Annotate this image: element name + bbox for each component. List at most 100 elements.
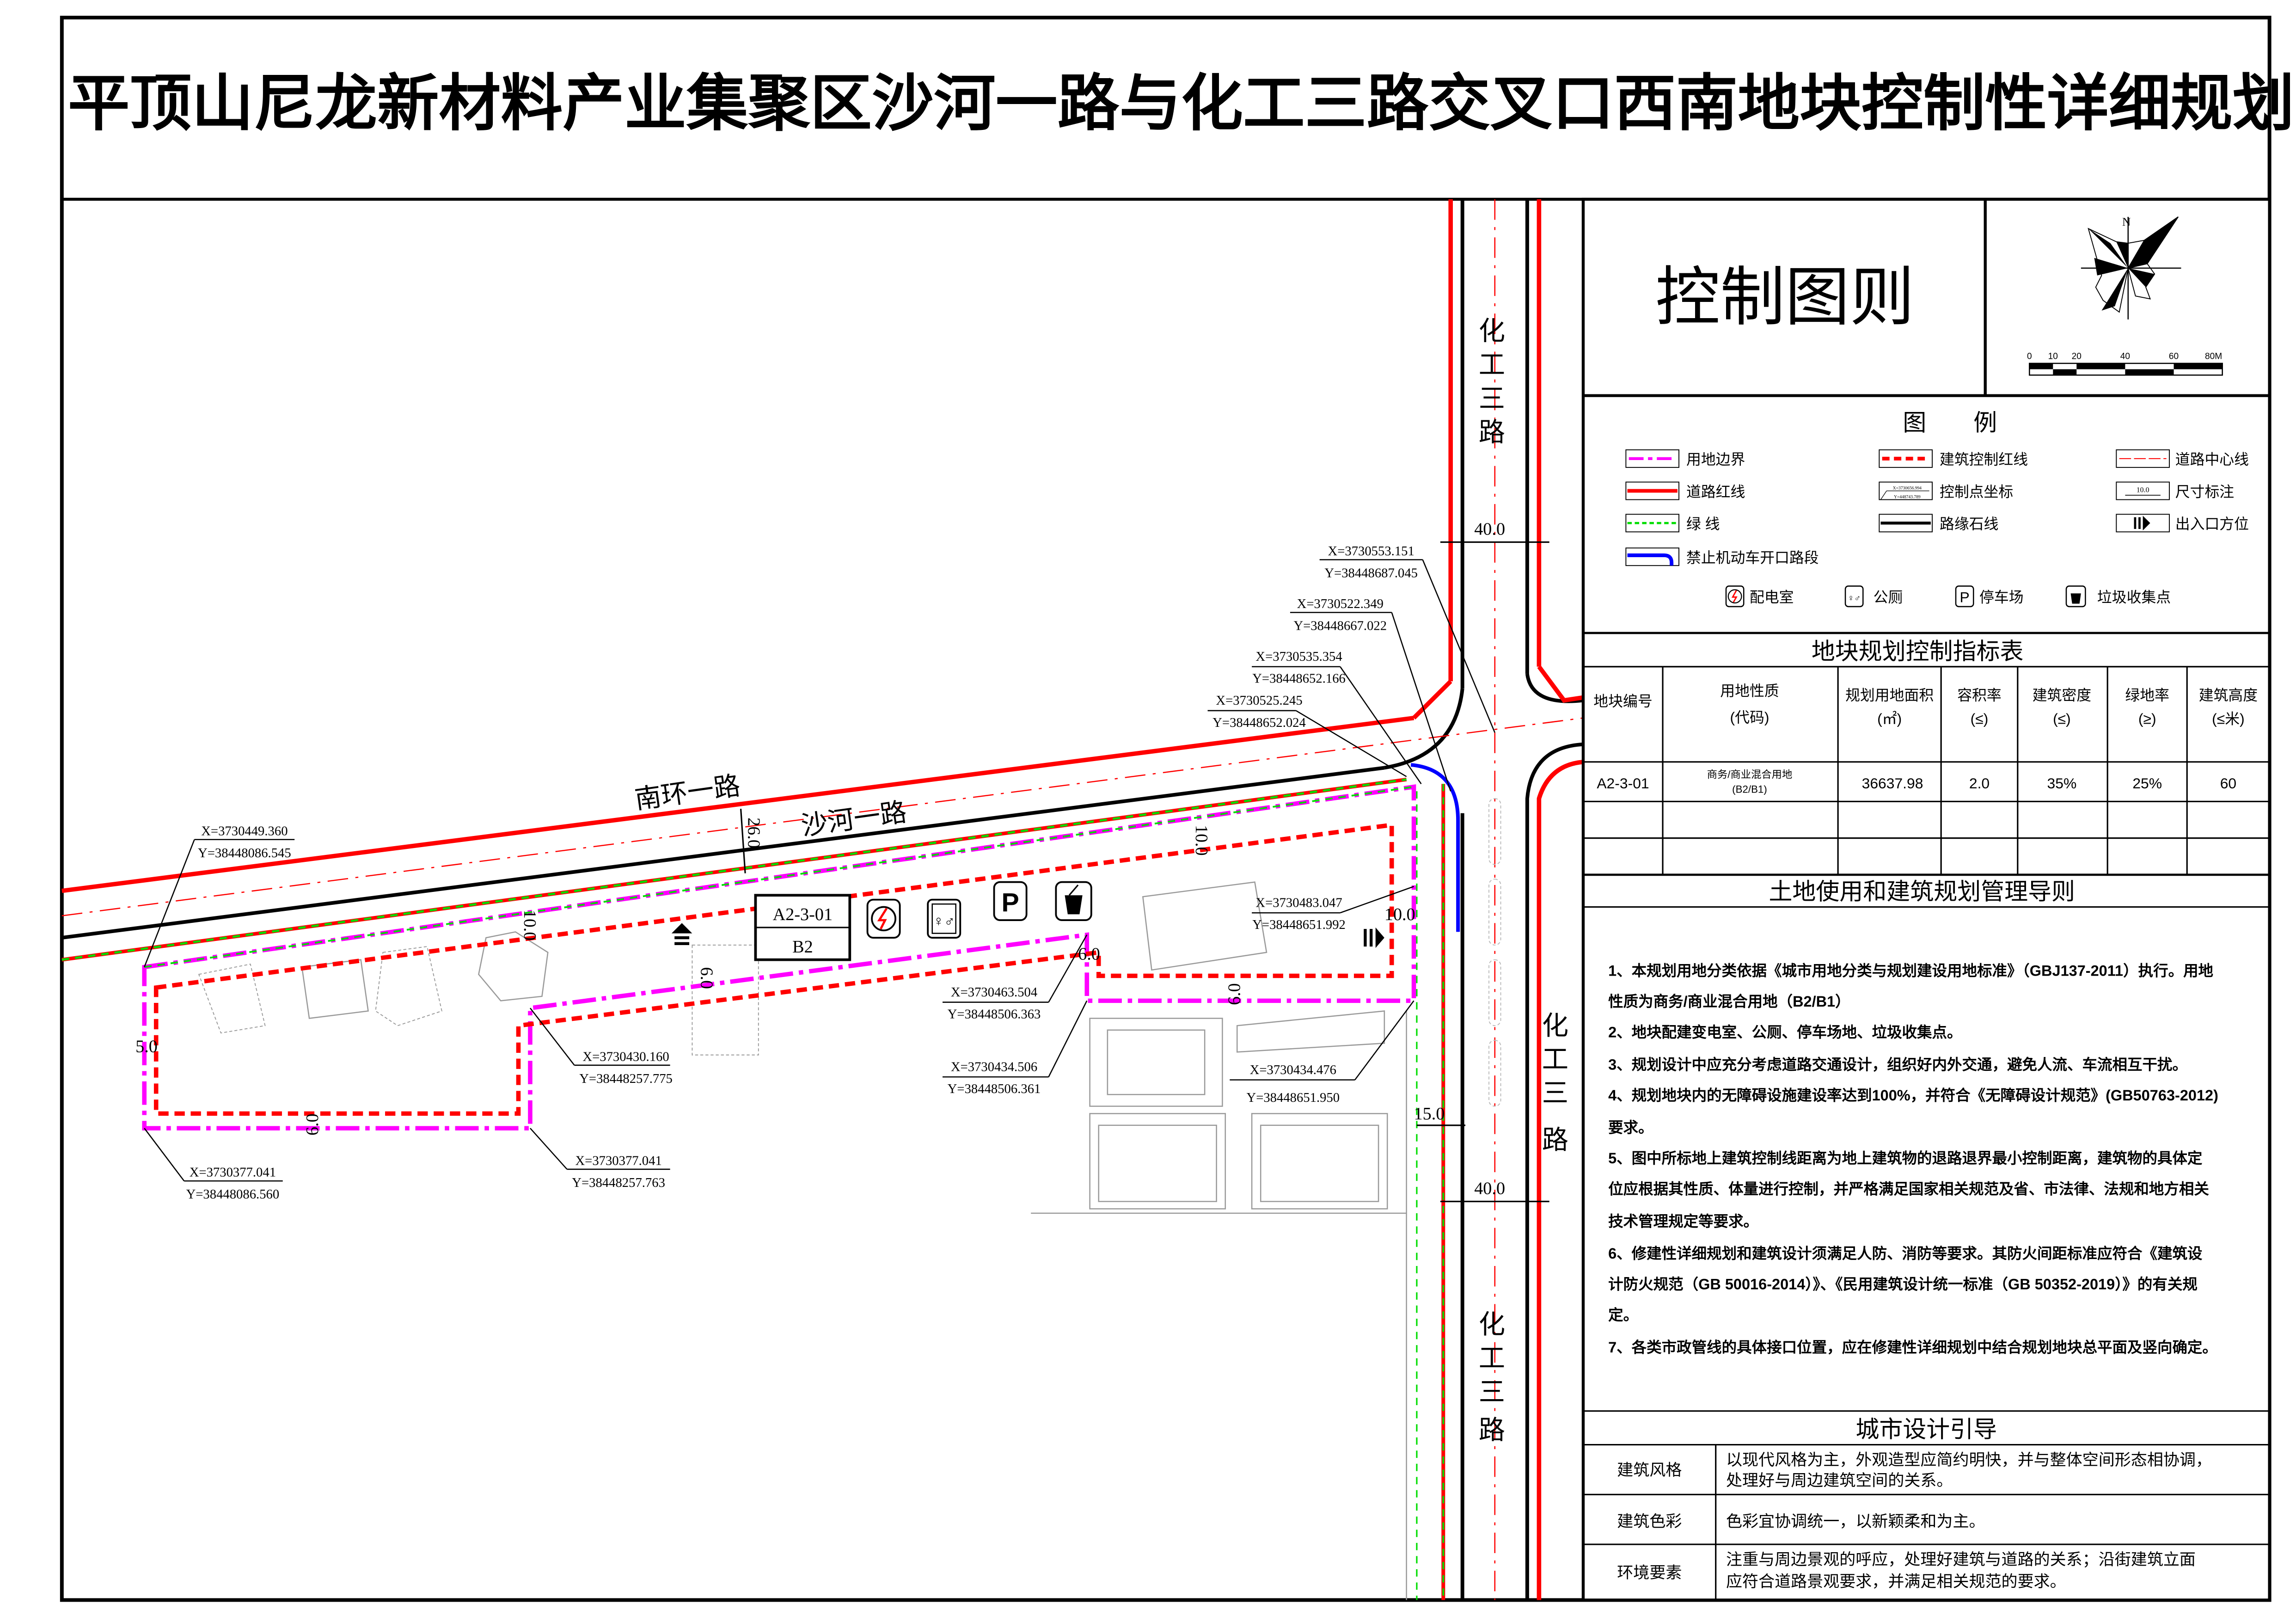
svg-text:要求。: 要求。 bbox=[1608, 1119, 1653, 1136]
svg-text:35%: 35% bbox=[2047, 775, 2077, 792]
svg-text:建筑控制红线: 建筑控制红线 bbox=[1940, 451, 2028, 468]
svg-text:建筑色彩: 建筑色彩 bbox=[1617, 1512, 1682, 1530]
coord-x: X=3730535.354 bbox=[1255, 650, 1342, 664]
svg-text:应符合道路景观要求，并满足相关规范的要求。: 应符合道路景观要求，并满足相关规范的要求。 bbox=[1726, 1573, 2066, 1591]
dim-setback-south-west: 6.0 bbox=[303, 1113, 322, 1136]
svg-text:36637.98: 36637.98 bbox=[1862, 775, 1923, 792]
svg-text:道路红线: 道路红线 bbox=[1686, 483, 1745, 500]
svg-text:(≤米): (≤米) bbox=[2212, 711, 2245, 727]
coord-x: X=3730449.360 bbox=[201, 824, 288, 838]
urban-design-title: 城市设计引导 bbox=[1855, 1416, 1997, 1443]
svg-text:6、修建性详细规划和建筑设计须满足人防、消防等要求。其防火间: 6、修建性详细规划和建筑设计须满足人防、消防等要求。其防火间距标准应符合《建筑设 bbox=[1608, 1245, 2203, 1262]
dimension-mark-icon bbox=[2116, 481, 2170, 500]
north-direction-arrow-icon bbox=[671, 923, 692, 945]
dim-setback-south-east: 6.0 bbox=[1225, 983, 1244, 1005]
svg-text:路: 路 bbox=[1479, 1415, 1505, 1445]
urban-design-rows: 建筑风格 以现代风格为主，外观造型应简约明快，并与整体空间形态相协调， 处理好与… bbox=[1617, 1451, 2212, 1591]
svg-text:建筑密度: 建筑密度 bbox=[2033, 687, 2091, 704]
svg-text:(≥): (≥) bbox=[2138, 711, 2156, 727]
svg-text:用地性质: 用地性质 bbox=[1720, 682, 1779, 699]
svg-text:注重与周边景观的呼应，处理好建筑与道路的关系；沿街建筑立面: 注重与周边景观的呼应，处理好建筑与道路的关系；沿街建筑立面 bbox=[1726, 1550, 2196, 1568]
coord-y: Y=38448086.545 bbox=[198, 846, 291, 860]
svg-text:色彩宜协调统一，以新颖柔和为主。: 色彩宜协调统一，以新颖柔和为主。 bbox=[1726, 1512, 1985, 1530]
dim-setback-east-road: 15.0 bbox=[1414, 1104, 1445, 1124]
block-use: B2 bbox=[792, 937, 813, 957]
svg-text:P: P bbox=[1960, 589, 1970, 606]
svg-text:绿地率: 绿地率 bbox=[2125, 687, 2169, 704]
svg-text:2.0: 2.0 bbox=[1969, 775, 1990, 792]
svg-text:禁止机动车开口路段: 禁止机动车开口路段 bbox=[1686, 549, 1819, 566]
dim-road-width-south: 40.0 bbox=[1474, 1179, 1505, 1198]
index-table bbox=[1583, 632, 2270, 876]
svg-text:7、各类市政管线的具体接口位置，应在修建性详细规划中结合规划: 7、各类市政管线的具体接口位置，应在修建性详细规划中结合规划地块总平面及竖向确定… bbox=[1608, 1339, 2217, 1356]
no-vehicle-opening-segment bbox=[1410, 763, 1460, 932]
dim-setback-east: 10.0 bbox=[1384, 905, 1415, 924]
coord-y: Y=38448257.763 bbox=[572, 1176, 665, 1190]
coord-y: Y=38448652.024 bbox=[1212, 716, 1306, 730]
svg-text:绿 线: 绿 线 bbox=[1686, 516, 1720, 532]
svg-text:(≤): (≤) bbox=[2053, 711, 2071, 727]
svg-text:三: 三 bbox=[1479, 1377, 1505, 1407]
building-control-line bbox=[153, 822, 1394, 1116]
svg-text:40: 40 bbox=[2120, 351, 2130, 361]
svg-text:A2-3-01: A2-3-01 bbox=[1597, 775, 1649, 792]
svg-text:工: 工 bbox=[1479, 1344, 1505, 1373]
svg-text:♀♂: ♀♂ bbox=[933, 913, 955, 929]
svg-text:位应根据其性质、体量进行控制，并严格满足国家相关规范及省、市: 位应根据其性质、体量进行控制，并严格满足国家相关规范及省、市法律、法规和地方相关 bbox=[1608, 1180, 2209, 1198]
block-id: A2-3-01 bbox=[773, 905, 833, 924]
dimensions bbox=[740, 541, 1549, 1203]
svg-text:10.0: 10.0 bbox=[2137, 486, 2149, 494]
svg-text:地块编号: 地块编号 bbox=[1593, 693, 1652, 710]
coord-x: X=3730377.041 bbox=[575, 1154, 661, 1168]
svg-text:化: 化 bbox=[1542, 1011, 1568, 1040]
svg-text:♀♂: ♀♂ bbox=[1848, 593, 1861, 603]
svg-text:技术管理规定等要求。: 技术管理规定等要求。 bbox=[1608, 1212, 1758, 1229]
svg-text:垃圾收集点: 垃圾收集点 bbox=[2097, 589, 2171, 606]
svg-text:(㎡): (㎡) bbox=[1877, 711, 1902, 727]
diagonal-road bbox=[61, 680, 1584, 962]
existing-buildings bbox=[198, 881, 1407, 1600]
trash-legend-icon bbox=[2065, 585, 2086, 608]
block-label: A2-3-01 B2 bbox=[754, 894, 851, 961]
svg-text:25%: 25% bbox=[2132, 775, 2162, 792]
svg-text:4、规划地块内的无障碍设施建设率达到100%，并符合《无障碍: 4、规划地块内的无障碍设施建设率达到100%，并符合《无障碍设计规范》(GB50… bbox=[1608, 1087, 2218, 1104]
svg-text:路缘石线: 路缘石线 bbox=[1940, 516, 1998, 532]
svg-text:三: 三 bbox=[1479, 384, 1505, 413]
svg-text:环境要素: 环境要素 bbox=[1617, 1564, 1682, 1582]
coord-y: Y=38448652.166 bbox=[1252, 672, 1346, 686]
coord-x: X=3730434.506 bbox=[951, 1060, 1037, 1075]
road-name-huagong-south: 化 工 三 路 bbox=[1479, 1310, 1505, 1445]
svg-text:停车场: 停车场 bbox=[1979, 589, 2024, 606]
svg-text:路: 路 bbox=[1479, 418, 1505, 447]
svg-text:N: N bbox=[2122, 215, 2131, 228]
svg-text:化: 化 bbox=[1479, 1310, 1505, 1339]
table-row: A2-3-01 商务/商业混合用地 (B2/B1) 36637.98 2.0 3… bbox=[1597, 769, 2236, 795]
svg-text:60: 60 bbox=[2169, 351, 2179, 361]
svg-text:规划用地面积: 规划用地面积 bbox=[1845, 687, 1934, 704]
svg-text:建筑高度: 建筑高度 bbox=[2199, 687, 2258, 704]
control-points bbox=[144, 559, 1495, 1182]
coord-x: X=3730525.245 bbox=[1216, 694, 1302, 708]
coord-x: X=3730483.047 bbox=[1255, 896, 1342, 910]
control-panel bbox=[1581, 197, 2271, 1602]
guidelines-title: 土地使用和建筑规划管理导则 bbox=[1769, 879, 2075, 905]
svg-text:5、图中所标地上建筑控制线距离为地上建筑物的退路退界最小控制: 5、图中所标地上建筑控制线距离为地上建筑物的退路退界最小控制距离，建筑物的具体定 bbox=[1608, 1149, 2203, 1167]
dim-road-width-north: 40.0 bbox=[1474, 520, 1505, 539]
svg-text:尺寸标注: 尺寸标注 bbox=[2175, 483, 2234, 500]
svg-text:容积率: 容积率 bbox=[1957, 687, 2002, 704]
coord-x: X=3730430.160 bbox=[582, 1050, 669, 1064]
svg-text:处理好与周边建筑空间的关系。: 处理好与周边建筑空间的关系。 bbox=[1726, 1471, 1953, 1489]
svg-text:(B2/B1): (B2/B1) bbox=[1732, 783, 1767, 795]
svg-text:80M: 80M bbox=[2205, 351, 2222, 361]
coord-x: X=3730522.349 bbox=[1297, 597, 1384, 611]
svg-text:配电室: 配电室 bbox=[1750, 589, 1794, 606]
dim-setback-west: 5.0 bbox=[135, 1037, 158, 1056]
coord-y: Y=38448086.560 bbox=[186, 1187, 280, 1202]
map-area: 南环一路 沙河一路 化 工 三 路 化 工 三 路 化 工 三 路 40.0 4… bbox=[61, 199, 1584, 1600]
svg-text:Y=448743.789: Y=448743.789 bbox=[1894, 495, 1921, 499]
coord-y: Y=38448651.992 bbox=[1252, 918, 1346, 932]
coord-x: X=3730463.504 bbox=[951, 985, 1037, 1000]
toilet-legend-icon: ♀♂ bbox=[1844, 585, 1864, 608]
coord-y: Y=38448651.950 bbox=[1247, 1091, 1340, 1105]
